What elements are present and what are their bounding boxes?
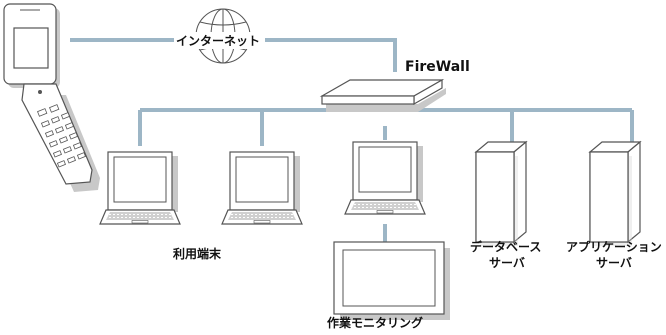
server-tower-icon xyxy=(589,141,641,247)
app-server-label-line1: アプリケーション xyxy=(566,240,662,254)
laptop-icon xyxy=(221,151,303,225)
server-tower-icon xyxy=(475,141,527,247)
firewall-appliance-icon xyxy=(319,78,446,112)
flip-phone-icon xyxy=(3,3,100,192)
db-server-label-line2: サーバ xyxy=(489,256,525,270)
firewall-label: FireWall xyxy=(405,59,470,75)
work-monitoring-label: 作業モニタリング xyxy=(327,316,424,330)
laptop-icon xyxy=(99,151,181,225)
display-monitor-icon xyxy=(333,241,450,320)
internet-label: インターネット xyxy=(174,32,263,49)
db-server-label-line1: データベース xyxy=(470,240,542,254)
user-terminals-label: 利用端末 xyxy=(173,247,222,261)
app-server-label-line2: サーバ xyxy=(596,256,632,270)
laptop-icon xyxy=(344,141,426,215)
